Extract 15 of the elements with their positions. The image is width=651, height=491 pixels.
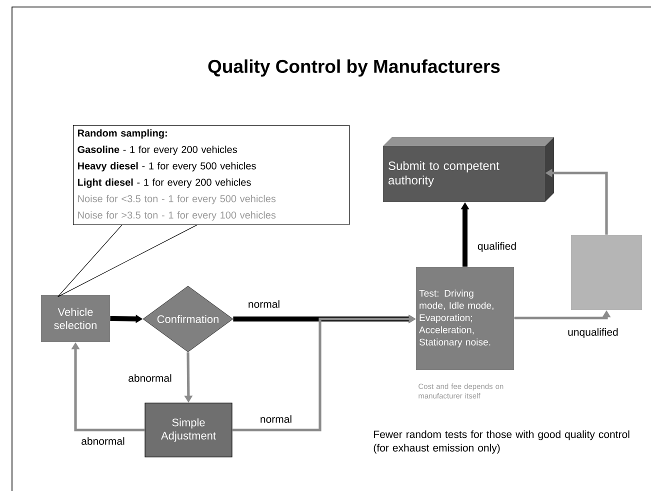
title: Quality Control by Manufacturers — [208, 59, 500, 77]
block-box: Submit to competent authority — [383, 137, 554, 202]
note-text: Fewer random tests for those with good quality control (for exhaust emission only) — [374, 430, 630, 454]
callout-tail — [58, 224, 198, 298]
edge-label: qualified — [476, 241, 518, 253]
edge-label: unqualified — [566, 327, 620, 339]
test-box: Test: Driving mode, Idle mode, Evaporation; Acceleration, Stationary noise. — [416, 267, 514, 370]
empty-box — [571, 235, 642, 310]
process-box: Vehicle selection — [41, 295, 110, 342]
edge-label: normal — [258, 414, 294, 424]
callout-box: Random sampling: Gasoline - 1 for every 200 vehicles Heavy diesel - 1 for every 500 vehicles Light diesel - 1 for every 200 vehicles Noise for <3.5 ton - 1 for every 500 vehicles Noise for >3.5 ton - 1 for every 100 vehicles — [73, 125, 350, 225]
edge-label: abnormal — [80, 436, 126, 446]
edge-label: normal — [246, 299, 282, 309]
edge-label: abnormal — [127, 373, 173, 383]
process-box: Simple Adjustment — [144, 402, 232, 458]
